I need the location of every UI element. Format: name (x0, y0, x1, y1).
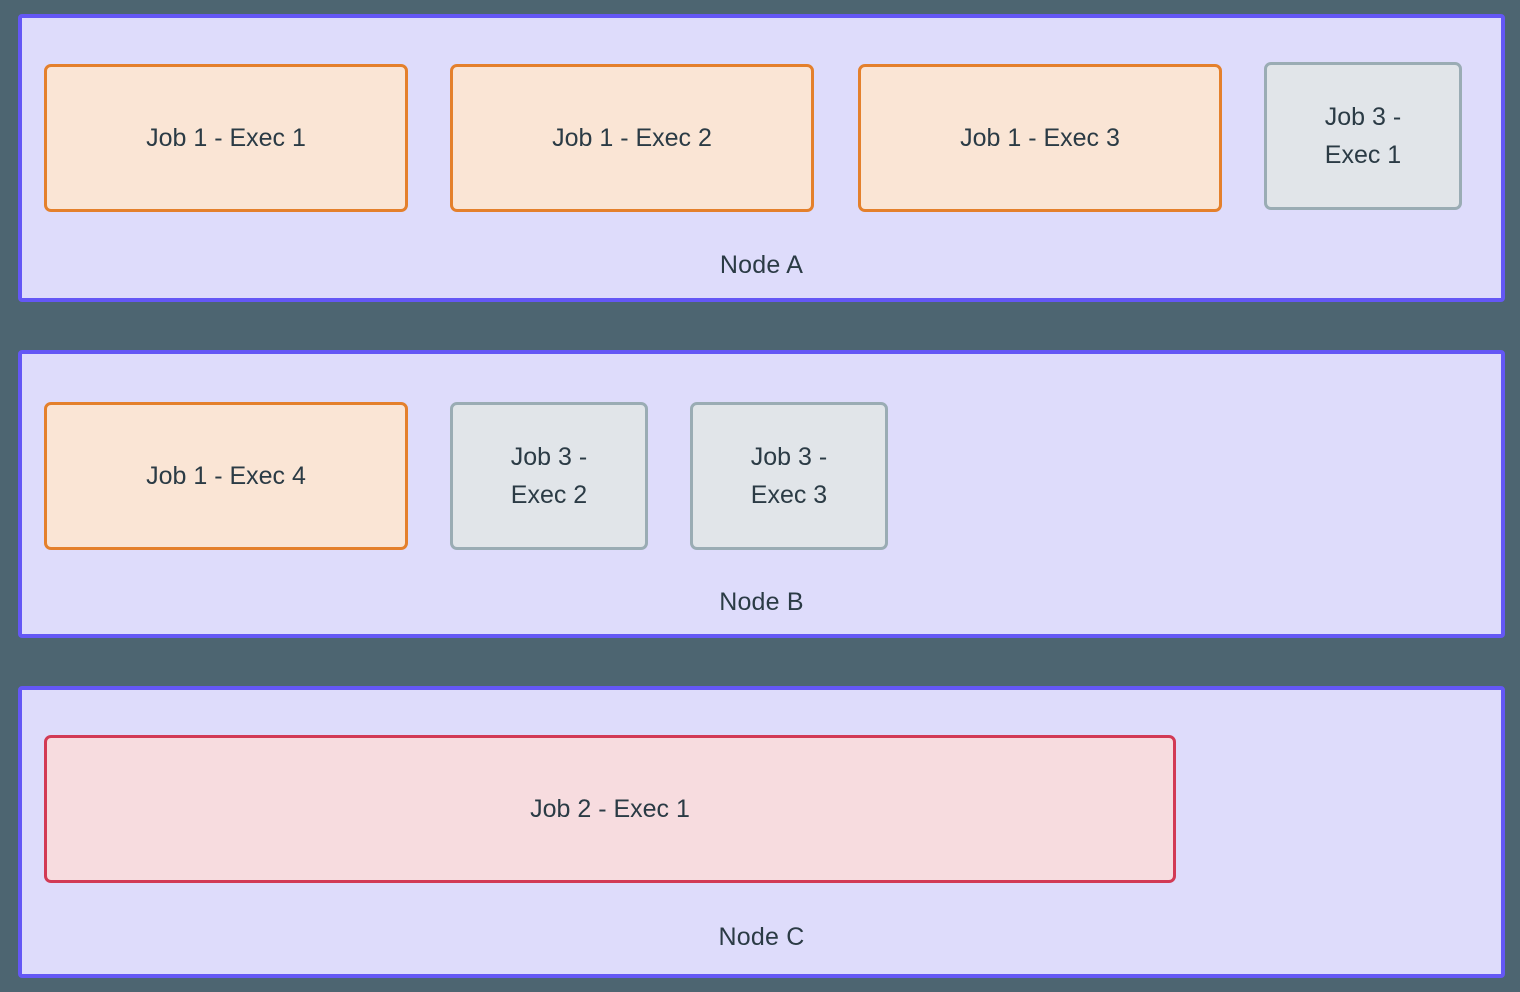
task-label: Job 1 - Exec 2 (552, 124, 712, 152)
task-box-job1-exec4[interactable]: Job 1 - Exec 4 (44, 402, 408, 550)
node-container-b[interactable]: Job 1 - Exec 4 Job 3 - Exec 2 Job 3 - Ex… (18, 350, 1505, 638)
task-box-job3-exec2[interactable]: Job 3 - Exec 2 (450, 402, 648, 550)
task-label: Job 2 - Exec 1 (530, 795, 690, 823)
node-label-c: Node C (718, 923, 805, 951)
task-label: Job 1 - Exec 3 (960, 124, 1120, 152)
task-label: Job 1 - Exec 4 (146, 462, 306, 490)
task-box-job1-exec1[interactable]: Job 1 - Exec 1 (44, 64, 408, 212)
task-box-job1-exec2[interactable]: Job 1 - Exec 2 (450, 64, 814, 212)
task-label: Job 3 - Exec 3 (750, 443, 828, 509)
task-label: Job 1 - Exec 1 (146, 124, 306, 152)
task-box-job2-exec1[interactable]: Job 2 - Exec 1 (44, 735, 1176, 883)
task-label: Job 3 - Exec 1 (1324, 103, 1402, 169)
node-label-b: Node B (719, 588, 804, 616)
task-box-job1-exec3[interactable]: Job 1 - Exec 3 (858, 64, 1222, 212)
node-container-c[interactable]: Job 2 - Exec 1 Node C (18, 686, 1505, 978)
task-label: Job 3 - Exec 2 (510, 443, 588, 509)
node-container-a[interactable]: Job 1 - Exec 1 Job 1 - Exec 2 Job 1 - Ex… (18, 14, 1505, 302)
task-box-job3-exec3[interactable]: Job 3 - Exec 3 (690, 402, 888, 550)
node-label-a: Node A (719, 251, 804, 279)
task-box-job3-exec1[interactable]: Job 3 - Exec 1 (1264, 62, 1462, 210)
